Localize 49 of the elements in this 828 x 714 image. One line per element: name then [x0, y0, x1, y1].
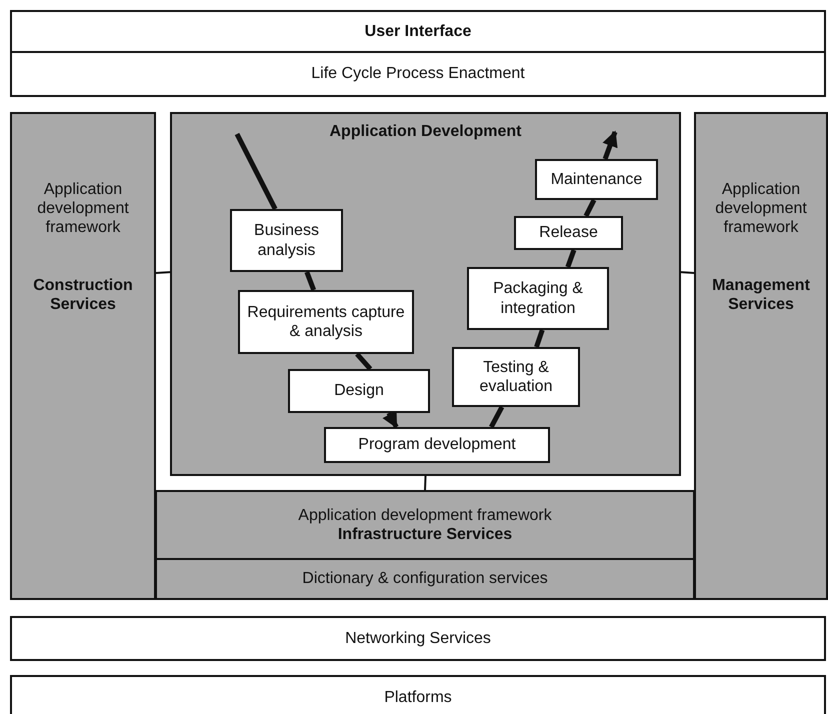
box-label: Maintenance: [550, 170, 642, 190]
box-label: Dictionary & configuration services: [302, 569, 548, 589]
connector-line: [424, 476, 426, 490]
process-box: [324, 427, 550, 463]
layer-bar: [10, 51, 826, 97]
process-box: [230, 209, 343, 272]
box-label: Design: [334, 381, 384, 401]
connector-line: [534, 329, 545, 348]
process-box: [514, 216, 623, 250]
layer-title: Management Services: [711, 276, 811, 314]
arrow: [602, 130, 618, 160]
side-panel: [694, 112, 828, 600]
process-box: [467, 267, 609, 330]
connector-line: [489, 406, 504, 428]
layer-bar: [10, 616, 826, 661]
box-label: Program development: [358, 435, 516, 455]
connector-line: [234, 132, 278, 210]
panel-title: Application Development: [329, 122, 522, 142]
process-box: [452, 347, 580, 407]
box-label: Packaging & integration: [492, 279, 584, 318]
box-label: Release: [539, 223, 598, 243]
layer-bar: [10, 675, 826, 714]
layer-bar: [155, 558, 695, 600]
layer-title: Construction Services: [32, 276, 134, 314]
box-label: Platforms: [384, 688, 452, 708]
connector-line: [156, 271, 170, 274]
panel: [170, 112, 681, 476]
box-label: Application development framework: [298, 506, 552, 525]
connector-line: [304, 271, 316, 291]
layer-bar: [155, 490, 695, 560]
box-label: Life Cycle Process Enactment: [311, 64, 525, 84]
box-label: Requirements capture & analysis: [246, 302, 406, 342]
process-box: [535, 159, 658, 200]
box-label: Application development framework: [714, 180, 808, 238]
layer-bar: [10, 10, 826, 53]
layer-title: User Interface: [364, 22, 472, 42]
layer-title: Infrastructure Services: [338, 525, 512, 544]
box-label: Application development framework: [36, 180, 130, 238]
box-label: Business analysis: [253, 221, 320, 260]
connector-line: [355, 352, 372, 371]
connector-line: [584, 198, 596, 218]
arrow: [382, 410, 399, 428]
process-box: [238, 290, 414, 354]
connector-line: [680, 271, 694, 274]
box-label: Networking Services: [345, 628, 491, 648]
box-label: Testing & evaluation: [478, 358, 554, 396]
process-box: [288, 369, 430, 413]
side-panel: [10, 112, 156, 600]
connector-line: [565, 249, 576, 268]
